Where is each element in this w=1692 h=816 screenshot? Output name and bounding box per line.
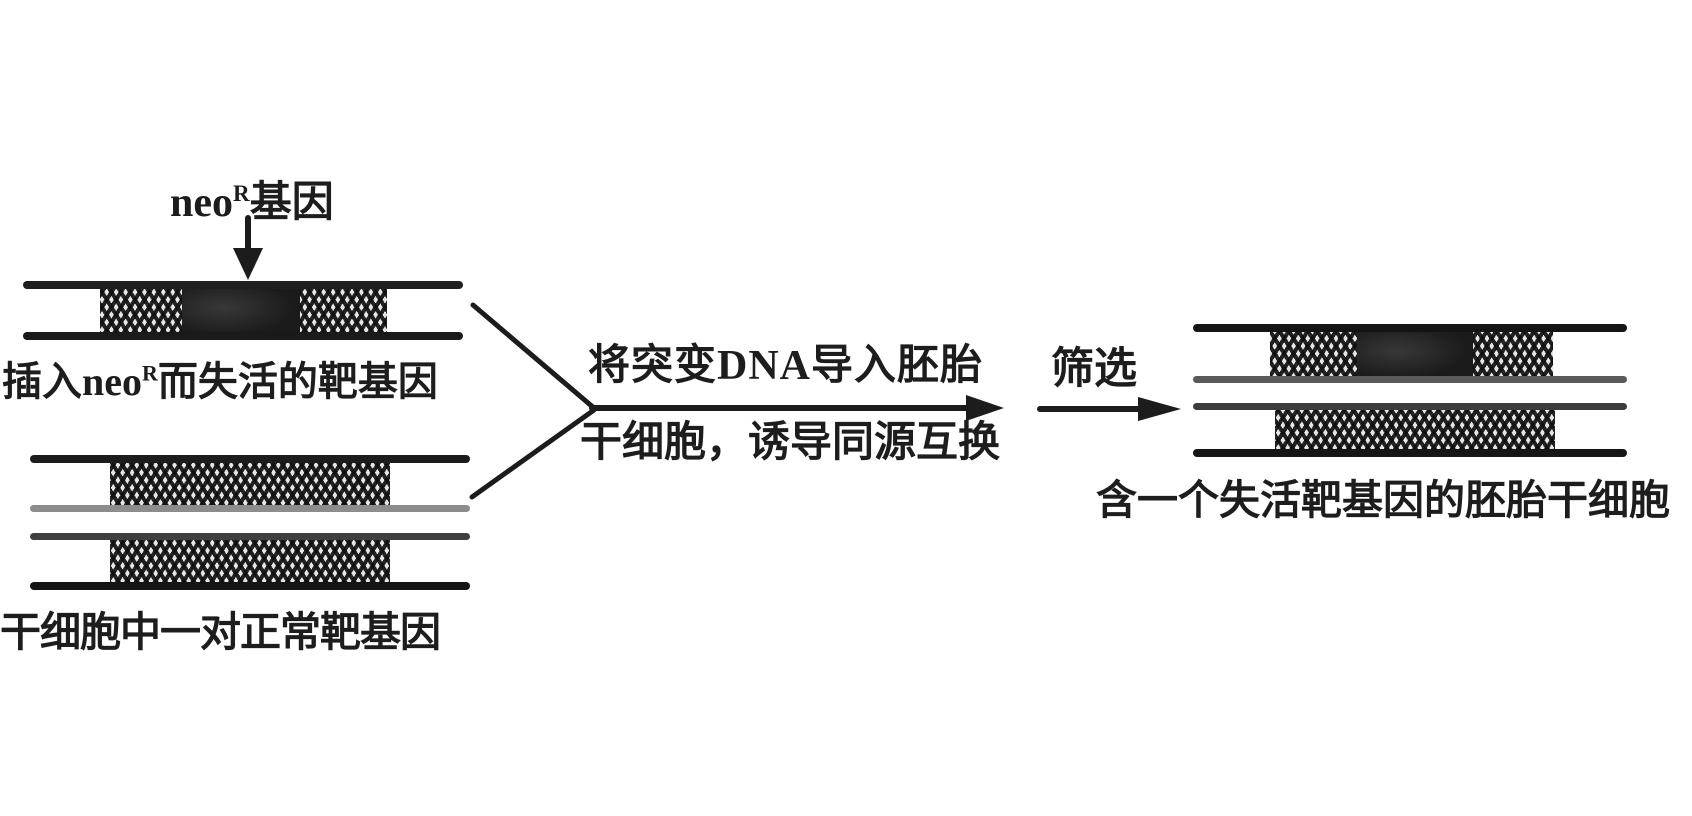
normal-gene-hatch-region: [1275, 406, 1555, 454]
dna-strand-bottom: [30, 505, 470, 512]
dna-strand-top: [1193, 403, 1627, 410]
neo-gene-label: neoR基因: [170, 180, 334, 226]
dna-strand-bottom: [23, 332, 463, 340]
neo-gene-label-suffix: 基因: [249, 180, 334, 226]
process-arrow-icon: [589, 395, 1004, 421]
normal-gene-hatch-region: [110, 536, 390, 587]
dna-strand-bottom: [30, 582, 470, 590]
normal-target-gene-bar-2: [30, 533, 470, 590]
dna-strand-top: [23, 281, 463, 289]
merge-lines: [469, 302, 597, 500]
process-step-text-top: 将突变DNA导入胚胎: [588, 343, 983, 389]
result-normal-gene-bar: [1193, 403, 1627, 457]
mutant-gene-caption: 插入neoR而失活的靶基因: [2, 360, 438, 404]
neo-insert-region: [1357, 327, 1473, 380]
result-inactivated-gene-bar: [1193, 324, 1627, 383]
down-arrow-icon: [233, 215, 263, 280]
screen-arrow-icon: [1037, 397, 1181, 421]
mutant-gene-caption-suffix: 而失活的靶基因: [157, 359, 438, 404]
mutant-target-gene-bar: [23, 281, 463, 340]
screen-step-label: 筛选: [1051, 346, 1137, 393]
neo-insert-region: [182, 283, 300, 338]
mutant-gene-caption-prefix: 插入neo: [2, 359, 142, 404]
mutant-gene-caption-sup: R: [142, 360, 158, 386]
dna-strand-top: [30, 533, 470, 540]
normal-gene-hatch-region: [110, 458, 390, 509]
dna-strand-top: [1193, 324, 1627, 332]
neo-gene-label-sup: R: [233, 180, 250, 206]
dna-strand-top: [30, 455, 470, 463]
dna-strand-bottom: [1193, 376, 1627, 383]
neo-gene-label-prefix: neo: [170, 180, 233, 226]
process-step-text-bottom: 干细胞，诱导同源互换: [580, 420, 1001, 466]
dna-strand-bottom: [1193, 449, 1627, 457]
normal-target-gene-bar-1: [30, 455, 470, 512]
normal-pair-caption: 干细胞中一对正常靶基因: [0, 609, 441, 655]
result-caption: 含一个失活靶基因的胚胎干细胞: [1096, 477, 1670, 523]
